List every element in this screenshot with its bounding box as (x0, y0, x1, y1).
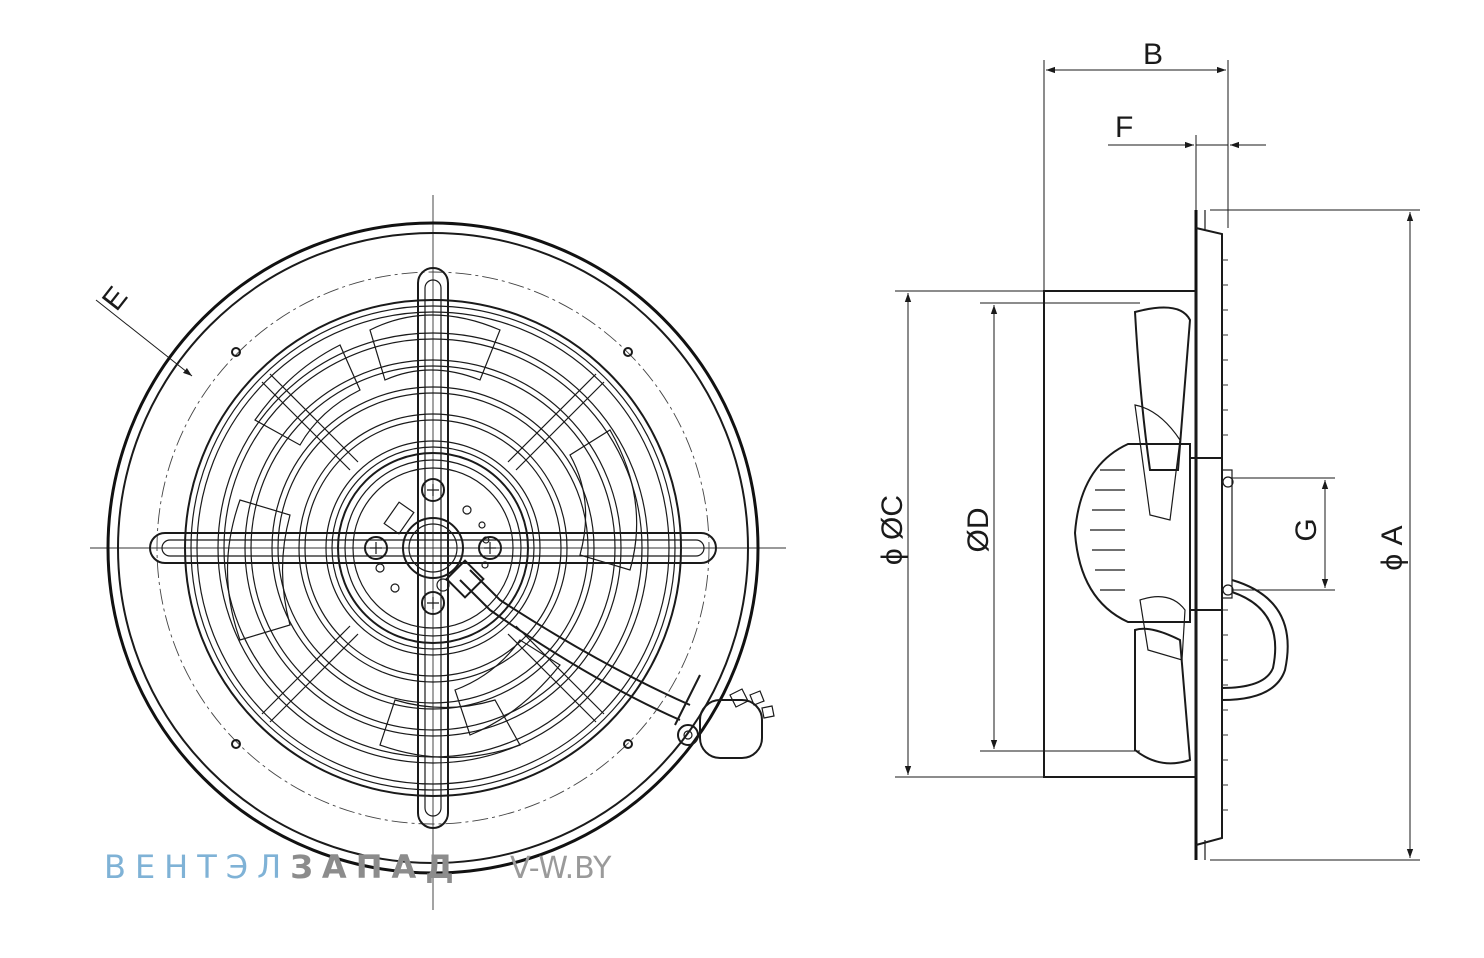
watermark: ВЕНТЭЛЗАПАД V-W.BY (104, 848, 612, 886)
svg-text:ВЕНТЭЛЗАПАД: ВЕНТЭЛЗАПАД (104, 848, 463, 886)
fan-blades (226, 314, 638, 759)
label-c: ϕ ØC (876, 495, 909, 565)
guard-diagonal-spokes (261, 373, 605, 723)
label-e: E (96, 281, 134, 317)
label-d: ØD (962, 508, 995, 553)
mounting-holes (231, 347, 633, 749)
dimension-b: B (1046, 38, 1226, 74)
side-motor (1073, 443, 1234, 623)
front-view: E (90, 195, 786, 910)
dimension-g: G (1290, 480, 1329, 588)
label-a: ϕ A (1376, 525, 1409, 570)
side-cable (1221, 579, 1289, 701)
dimension-e: E (95, 281, 193, 377)
dimension-d: ØD (962, 305, 998, 749)
label-g: G (1290, 518, 1323, 541)
extension-lines (895, 60, 1420, 861)
watermark-brand-part2: ЗАПАД (290, 848, 463, 886)
motor-cable (436, 559, 775, 759)
motor-hub (337, 452, 529, 644)
dimension-f: F (1108, 111, 1266, 149)
mounting-plate-outer (106, 221, 760, 875)
watermark-site: V-W.BY (510, 851, 612, 886)
side-view: B F ϕ A ϕ ØC ØD G (876, 38, 1420, 861)
guard-cross-bars (149, 267, 717, 829)
mounting-plate-inner (117, 232, 749, 864)
hub-screws (364, 478, 502, 615)
dimension-c: ϕ ØC (876, 293, 912, 775)
watermark-brand-part1: ВЕНТЭЛ (104, 848, 290, 886)
flange-ribs (1222, 259, 1228, 811)
housing-cylinder (1043, 290, 1197, 778)
bolt-circle (156, 271, 710, 825)
housing-ring (184, 299, 682, 797)
label-f: F (1115, 111, 1133, 144)
dimension-a: ϕ A (1376, 212, 1414, 858)
label-b: B (1143, 38, 1163, 71)
side-blades (1133, 306, 1192, 765)
guard-rings (190, 305, 676, 791)
